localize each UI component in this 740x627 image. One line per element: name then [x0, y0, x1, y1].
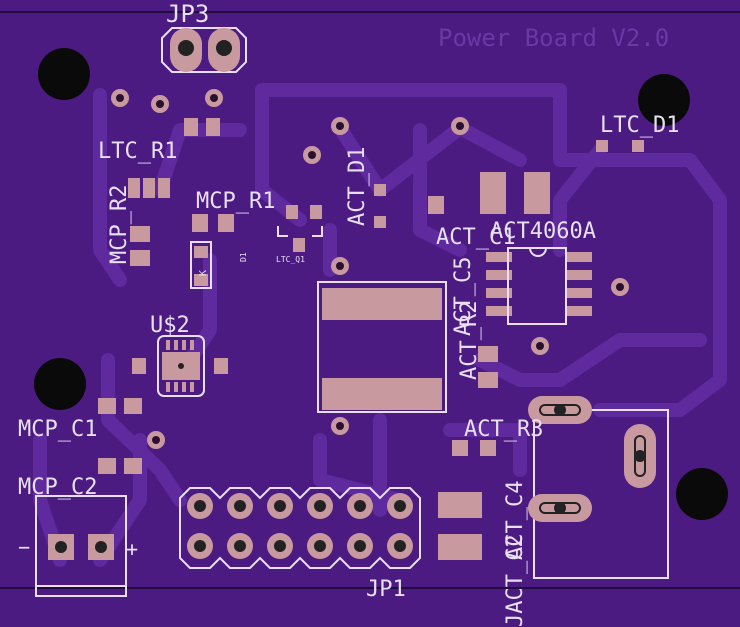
u2-chip — [157, 335, 205, 397]
label-act-c1: ACT_C1 — [436, 225, 515, 250]
label-mcp-c2: MCP_C2 — [18, 475, 97, 500]
mounting-hole — [638, 74, 690, 126]
label-plus: + — [126, 537, 138, 561]
label-ltc-r1: LTC_R1 — [98, 139, 177, 164]
jp1-pins — [187, 493, 413, 559]
via-drills — [116, 94, 624, 444]
label-mcp-c1: MCP_C1 — [18, 417, 97, 442]
mounting-hole — [38, 48, 90, 100]
label-ltc-q1: LTC_Q1 — [276, 255, 305, 264]
silkscreen-outlines — [35, 226, 669, 597]
label-mcp-r1: MCP_R1 — [196, 189, 275, 214]
label-act-c5: ACT_C5 — [451, 257, 476, 336]
label-act-r3: ACT_R3 — [464, 417, 543, 442]
mounting-hole — [34, 358, 86, 410]
label-minus: − — [18, 535, 30, 559]
power-connector-pins — [48, 534, 114, 560]
label-act-r2: ACT_R2 — [457, 301, 482, 380]
label-act4060a: ACT4060A — [490, 219, 596, 244]
copper-traces — [33, 83, 727, 567]
label-ltc-d1: LTC_D1 — [600, 113, 679, 138]
smd-pads — [98, 118, 644, 560]
label-u2: U$2 — [150, 313, 190, 338]
potentiometer-pads — [528, 396, 656, 522]
board-title: Power Board V2.0 — [438, 24, 669, 52]
mounting-holes — [34, 48, 728, 520]
jp3-jumper — [161, 27, 247, 73]
mounting-hole — [676, 468, 728, 520]
label-act-d1: ACT_D1 — [345, 147, 370, 226]
label-k: K — [198, 270, 209, 276]
label-jact-c2: JACT_C2 — [503, 534, 528, 627]
label-mcp-r2: MCP_R2 — [107, 185, 132, 264]
label-jp1: JP1 — [366, 577, 406, 602]
label-d1: D1 — [239, 252, 248, 262]
label-act-c4: ACT_C4 — [503, 481, 528, 560]
label-jp3: JP3 — [166, 0, 209, 28]
